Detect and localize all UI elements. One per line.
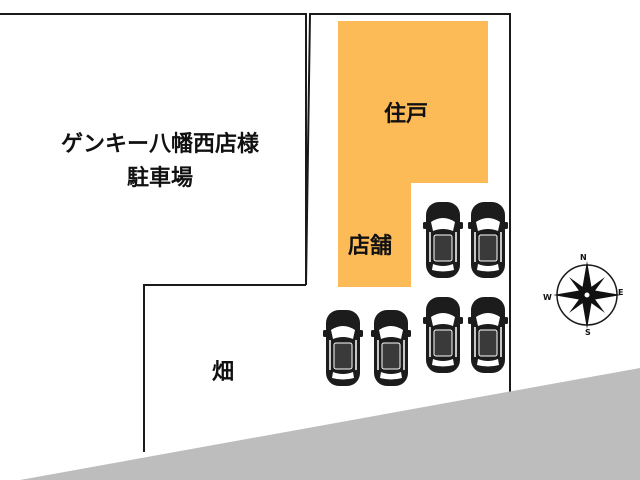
car-icon: [423, 202, 463, 278]
neighbor-parking-label: ゲンキー八幡西店様 駐車場: [40, 128, 280, 196]
compass-north-label: N: [580, 253, 587, 262]
field-boundary: [143, 284, 306, 452]
car-icon: [468, 297, 508, 373]
car-icon: [468, 202, 508, 278]
building-footprint: [338, 21, 488, 287]
compass-west-label: W: [543, 293, 552, 302]
neighbor-name: ゲンキー八幡西店様: [60, 132, 259, 157]
compass-rose-icon: [553, 261, 621, 329]
lot-boundary: [305, 13, 511, 408]
road: [20, 368, 640, 480]
parking-area: [323, 202, 508, 386]
neighbor-parking-boundary: [0, 13, 307, 285]
compass-south-label: S: [585, 328, 591, 337]
car-icon: [323, 310, 363, 386]
compass-east-label: E: [618, 288, 624, 297]
residence-label: 住戸: [384, 102, 429, 127]
neighbor-parking-lot: [0, 14, 306, 285]
field-label: 畑: [212, 360, 235, 385]
car-icon: [423, 297, 463, 373]
shop-label: 店舗: [348, 234, 393, 259]
neighbor-parking-text: 駐車場: [126, 166, 193, 191]
car-icon: [371, 310, 411, 386]
